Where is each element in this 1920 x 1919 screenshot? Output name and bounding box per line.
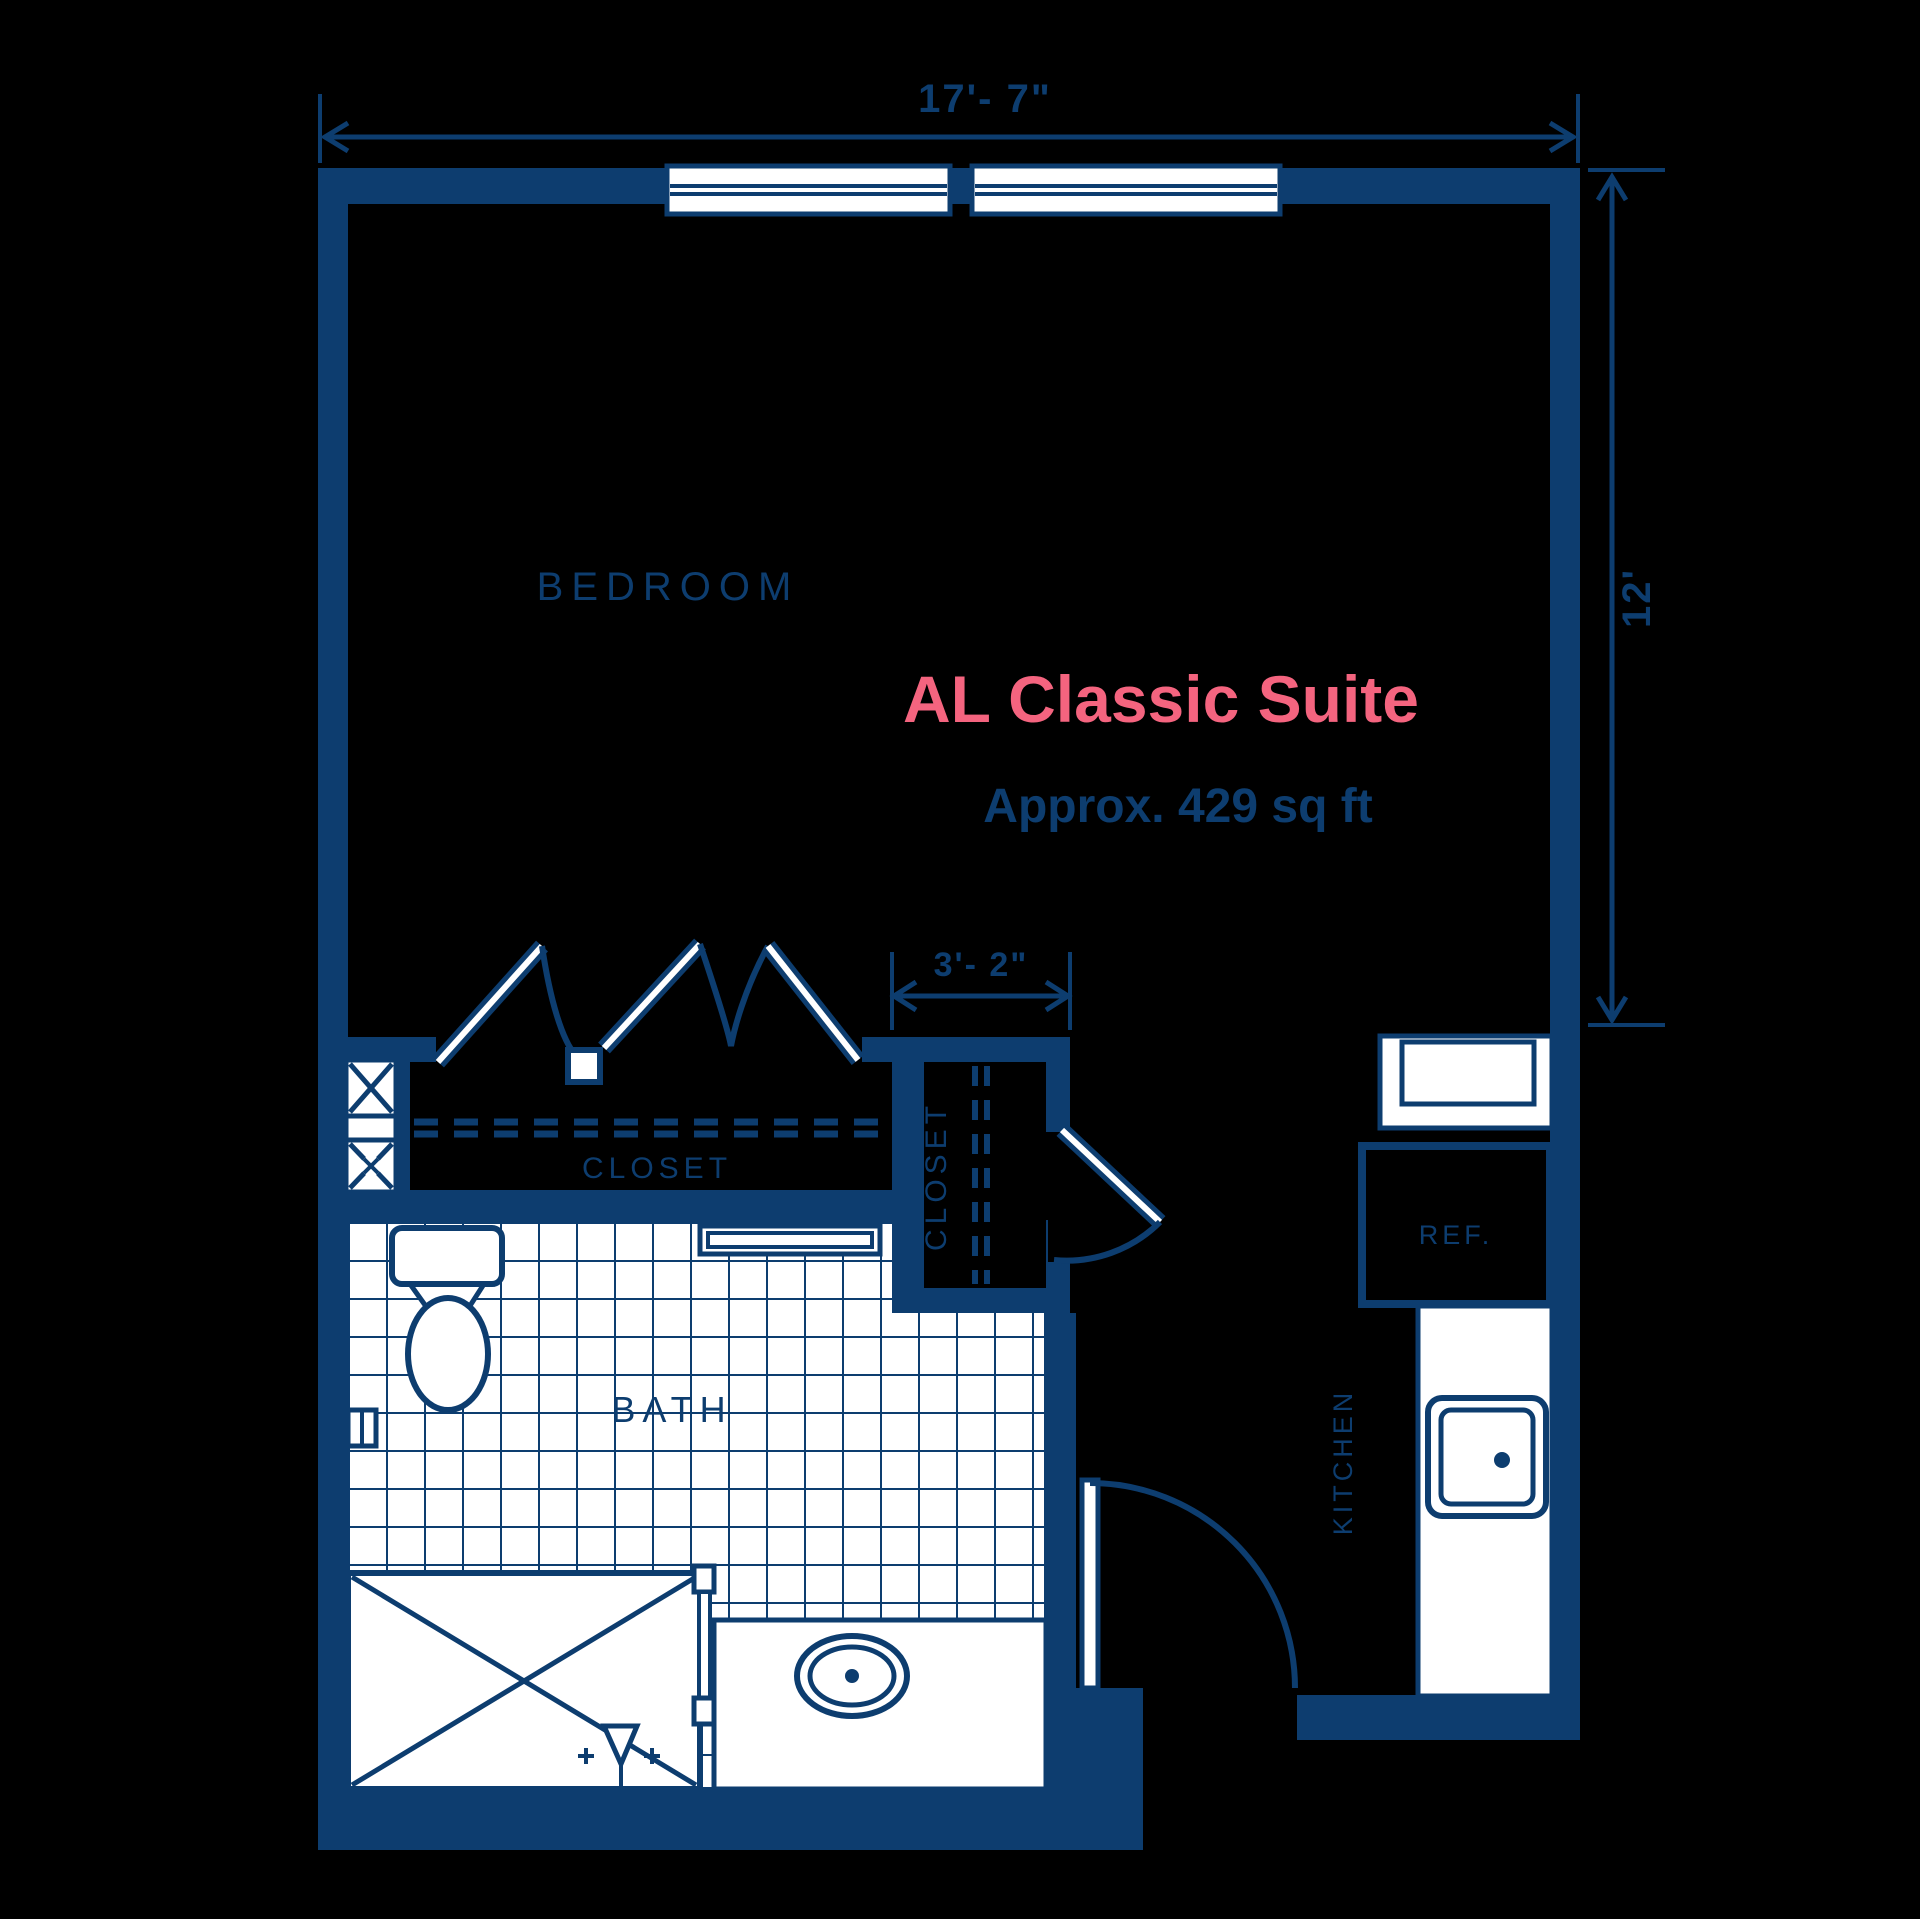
arrow-up-icon xyxy=(1595,172,1629,202)
entry-wall-step xyxy=(1076,1688,1143,1850)
window-left xyxy=(664,163,953,217)
kitchen-label: KITCHEN xyxy=(1328,1389,1358,1536)
walkin-closet-door-icon xyxy=(1053,1124,1166,1264)
kitchen-sink xyxy=(1425,1395,1549,1519)
shower-glass-partition xyxy=(691,1563,717,1727)
dimension-right-label: 12' xyxy=(1615,568,1659,628)
bath-east-wall xyxy=(1046,1313,1076,1789)
bath-bottom-wall xyxy=(318,1789,1143,1850)
walkin-closet-bottom-wall xyxy=(892,1288,1070,1313)
walkin-closet-rod-dashes xyxy=(972,1066,990,1284)
dimension-closet: 3'- 2" xyxy=(889,946,1073,1030)
toilet xyxy=(389,1225,505,1413)
vanity-sink xyxy=(794,1633,910,1719)
closet-bottom-wall xyxy=(318,1190,924,1222)
vanity xyxy=(711,1617,1049,1792)
arrow-left-icon xyxy=(320,120,350,154)
bedroom-label: BEDROOM xyxy=(537,565,800,609)
dimension-closet-label: 3'- 2" xyxy=(934,946,1029,984)
walkin-closet-left-wall xyxy=(892,1062,924,1313)
toilet-paper-holder-icon xyxy=(345,1407,379,1449)
arrow-down-icon xyxy=(1595,995,1629,1025)
bifold-doors-icon xyxy=(432,938,865,1085)
wall-right xyxy=(1550,168,1580,1740)
closet-label: CLOSET xyxy=(582,1152,732,1185)
walkin-closet-right-wall-lower xyxy=(1046,1262,1070,1288)
walkin-closet-top-wall xyxy=(862,1037,1070,1062)
wall-left xyxy=(318,168,348,1850)
shower xyxy=(345,1570,703,1792)
plan-area: Approx. 429 sq ft xyxy=(983,780,1372,833)
kitchen-lower-counter xyxy=(1415,1303,1555,1699)
arrow-right-icon xyxy=(1044,979,1073,1013)
dimension-top: 17'- 7" xyxy=(318,77,1580,163)
closet-rod-dashes xyxy=(414,1118,888,1138)
kitchen-bottom-wall xyxy=(1297,1695,1580,1740)
dimension-right: 12' xyxy=(1588,168,1665,1027)
walkin-closet-label: CLOSET xyxy=(920,1101,953,1251)
kitchen-upper-counter xyxy=(1377,1033,1555,1131)
refrigerator-label: REF. xyxy=(1419,1220,1494,1250)
window-right xyxy=(969,163,1283,217)
dimension-top-label: 17'- 7" xyxy=(918,77,1052,121)
plan-title: AL Classic Suite xyxy=(903,662,1419,736)
arrow-left-icon xyxy=(889,979,918,1013)
refrigerator: REF. xyxy=(1358,1142,1554,1308)
bath-label: BATH xyxy=(611,1389,732,1430)
walkin-closet-right-wall-upper xyxy=(1046,1062,1070,1132)
shower-head-icon xyxy=(578,1723,660,1786)
bath-shelf xyxy=(697,1223,883,1257)
arrow-right-icon xyxy=(1548,120,1578,154)
entry-door-icon xyxy=(1079,1477,1298,1691)
stacked-washer-dryer-icon xyxy=(343,1057,410,1195)
